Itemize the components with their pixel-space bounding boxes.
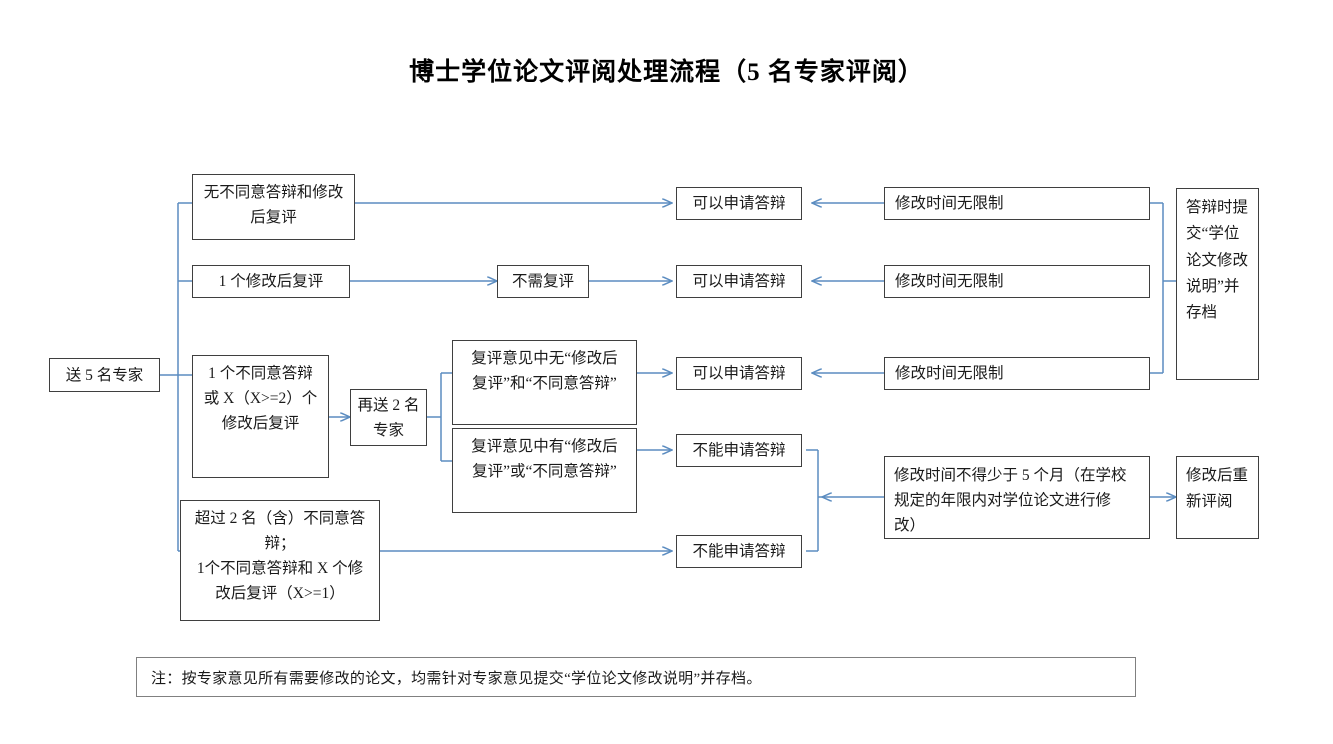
node-re-review[interactable]: 修改后重 新评阅 xyxy=(1176,456,1259,539)
node-allow-defense-3[interactable]: 可以申请答辩 xyxy=(676,357,802,390)
node-resend-two-experts[interactable]: 再送 2 名 专家 xyxy=(350,389,427,446)
node-deny-defense-2[interactable]: 不能申请答辩 xyxy=(676,535,802,568)
node-unlimited-time-2[interactable]: 修改时间无限制 xyxy=(884,265,1150,298)
node-branch-one-objection[interactable]: 1 个不同意答辩 或 X（X>=2）个 修改后复评 xyxy=(192,355,329,478)
node-branch-one-revision[interactable]: 1 个修改后复评 xyxy=(192,265,350,298)
node-no-review-needed[interactable]: 不需复评 xyxy=(497,265,589,298)
node-branch-over-two-objection[interactable]: 超过 2 名（含）不同意答 辩； 1个不同意答辩和 X 个修 改后复评（X>=1… xyxy=(180,500,380,621)
node-unlimited-time-1[interactable]: 修改时间无限制 xyxy=(884,187,1150,220)
node-review-has-issue[interactable]: 复评意见中有“修改后 复评”或“不同意答辩” xyxy=(452,428,637,513)
node-limited-time[interactable]: 修改时间不得少于 5 个月（在学校 规定的年限内对学位论文进行修 改） xyxy=(884,456,1150,539)
node-unlimited-time-3[interactable]: 修改时间无限制 xyxy=(884,357,1150,390)
node-review-no-issue[interactable]: 复评意见中无“修改后 复评”和“不同意答辩” xyxy=(452,340,637,425)
node-submit-statement[interactable]: 答辩时提 交“学位 论文修改 说明”并 存档 xyxy=(1176,188,1259,380)
node-deny-defense-1[interactable]: 不能申请答辩 xyxy=(676,434,802,467)
node-branch-no-objection[interactable]: 无不同意答辩和修改 后复评 xyxy=(192,174,355,240)
node-allow-defense-2[interactable]: 可以申请答辩 xyxy=(676,265,802,298)
node-allow-defense-1[interactable]: 可以申请答辩 xyxy=(676,187,802,220)
footer-note: 注：按专家意见所有需要修改的论文，均需针对专家意见提交“学位论文修改说明”并存档… xyxy=(136,657,1136,697)
page-title: 博士学位论文评阅处理流程（5 名专家评阅） xyxy=(409,59,924,86)
node-start[interactable]: 送 5 名专家 xyxy=(49,358,160,392)
